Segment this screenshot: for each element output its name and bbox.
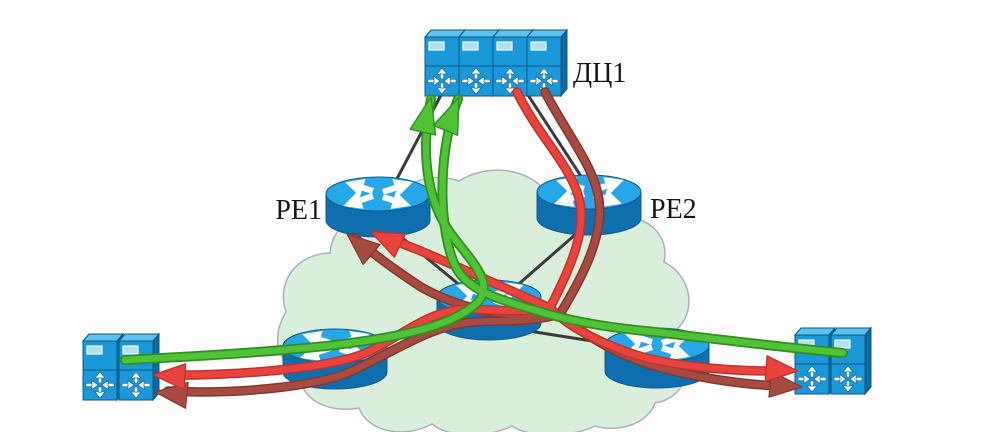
switch-tower-icon bbox=[118, 333, 160, 401]
site-left-switch-stack bbox=[82, 333, 160, 401]
switch-tower-icon bbox=[830, 327, 872, 395]
router-pe2 bbox=[537, 175, 641, 235]
switch-tower-icon bbox=[794, 327, 836, 395]
dc1-switch-stack bbox=[424, 29, 568, 97]
link-pe2-dc1 bbox=[526, 94, 592, 191]
site-right-switch-stack bbox=[794, 327, 872, 395]
router-icon bbox=[326, 177, 430, 237]
switch-tower-icon bbox=[526, 29, 568, 97]
label-pe2: PE2 bbox=[650, 194, 697, 225]
router-pe1 bbox=[326, 177, 430, 237]
router-icon bbox=[537, 175, 641, 235]
label-pe1: PE1 bbox=[275, 195, 322, 226]
label-dc1: ДЦ1 bbox=[573, 58, 626, 89]
switch-tower-icon bbox=[82, 333, 124, 401]
